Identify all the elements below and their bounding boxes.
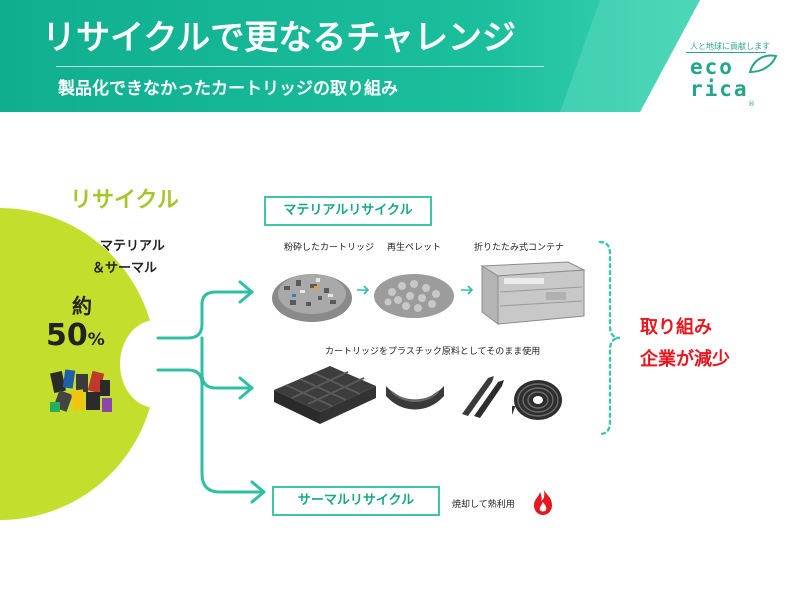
step-container-caption: 折りたたみ式コンテナ — [474, 243, 565, 253]
recycle-title: リサイクル — [70, 188, 179, 213]
category-material: マテリアル — [100, 239, 165, 254]
crushed-cartridges-image — [272, 274, 352, 322]
arrow-right-icon — [357, 285, 370, 295]
leaf-icon — [748, 54, 778, 74]
ink-cartridges-image — [50, 369, 112, 412]
header-banner — [0, 0, 800, 112]
recycle-percentage: 50% — [46, 318, 105, 353]
brand-tagline: 人と地球に貢献します — [690, 42, 770, 51]
step-pellet-caption: 再生ペレット — [387, 243, 442, 253]
brand-underline — [686, 52, 766, 53]
category-thermal: ＆サーマル — [92, 261, 158, 276]
recycled-pellets-image — [374, 274, 454, 318]
page-subtitle: 製品化できなかったカートリッジの取り組み — [58, 79, 398, 99]
about-label: 約 — [72, 294, 92, 318]
plastic-stakes-image — [462, 376, 504, 418]
percent-value: 50 — [46, 318, 88, 353]
folding-container-image — [480, 261, 586, 325]
percent-unit: % — [87, 330, 105, 350]
page-title: リサイクルで更なるチャレンジ — [42, 18, 516, 58]
step-crushed-caption: 粉砕したカートリッジ — [284, 243, 375, 253]
result-text-line1: 取り組み — [640, 317, 712, 338]
result-text-line2: 企業が減少 — [640, 349, 730, 370]
fire-icon — [534, 487, 552, 515]
material-recycle-label: マテリアルリサイクル — [264, 196, 432, 226]
brand-logo-line2: rica — [690, 77, 749, 101]
thermal-caption: 焼却して熱利用 — [452, 500, 515, 510]
plastic-pallet-image — [274, 366, 376, 424]
direct-use-caption: カートリッジをプラスチック原料としてそのまま使用 — [325, 347, 541, 357]
brand-logo-line1: eco — [690, 55, 734, 79]
summary-bracket — [598, 240, 621, 436]
arrow-right-icon — [461, 285, 474, 295]
plastic-band-image — [386, 386, 444, 410]
registered-mark: ® — [748, 100, 755, 108]
thermal-recycle-label: サーマルリサイクル — [272, 486, 440, 516]
flow-arrows — [156, 280, 266, 504]
title-divider — [56, 66, 544, 67]
recycle-ratio-semicircle — [0, 208, 192, 520]
brand-logo: eco rica — [690, 56, 749, 100]
plastic-coil-image — [512, 380, 562, 420]
